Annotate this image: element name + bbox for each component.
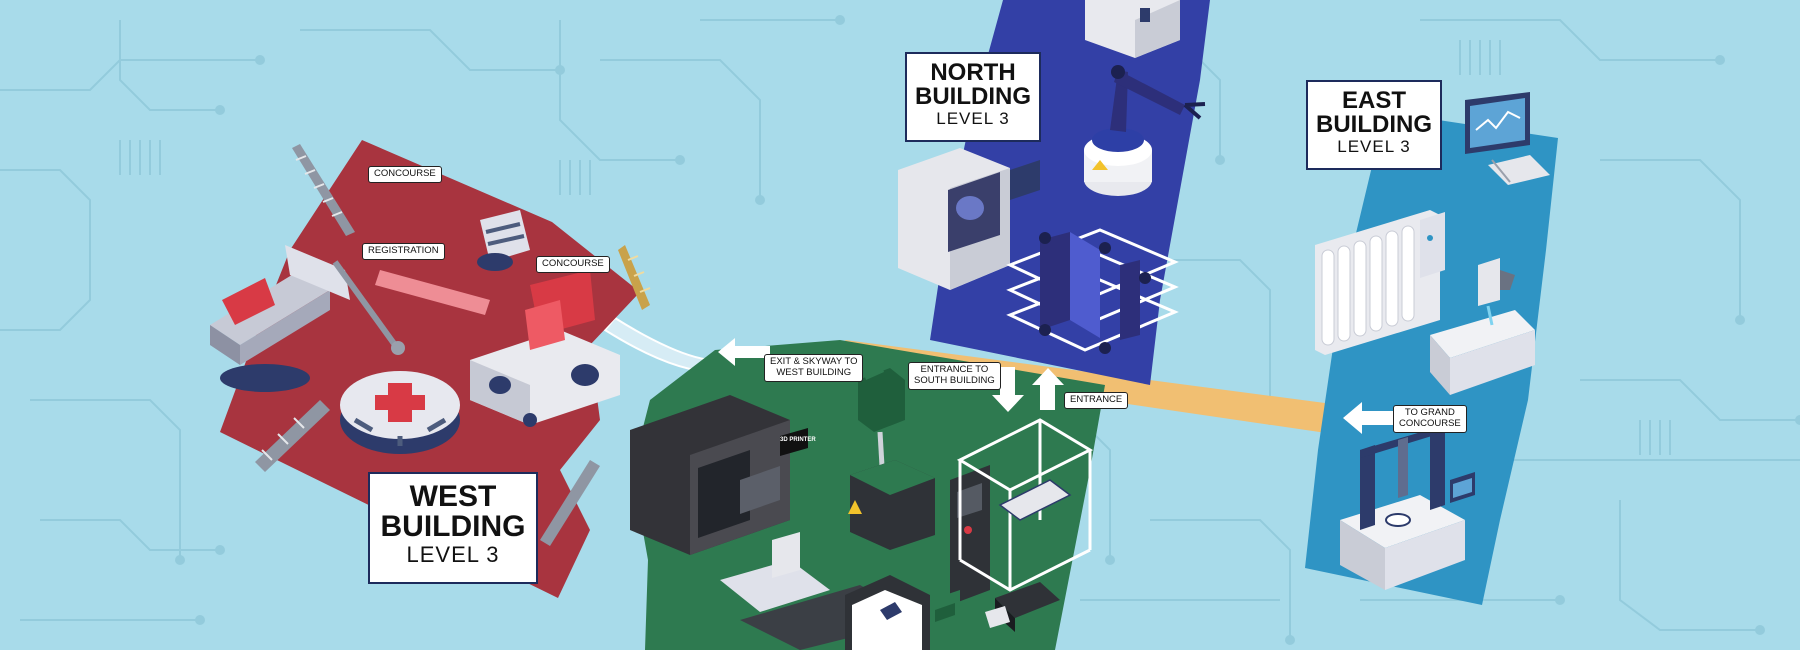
- cnc-enclosure-icon: [898, 148, 1040, 290]
- electrical-cabinet-icon-2: [848, 460, 935, 550]
- printer-sign-icon: [780, 428, 808, 456]
- 3d-printer-icon: [956, 418, 1094, 592]
- entrance-tag: ENTRANCE: [1064, 392, 1129, 409]
- grand-concourse-tag: TO GRAND CONCOURSE: [1393, 405, 1467, 433]
- end-mill-icon-2: [540, 460, 600, 546]
- east-building-name-line2: BUILDING: [1316, 111, 1432, 138]
- lathe-chuck-icon: [340, 371, 460, 454]
- exit-skyway-tag: EXIT & SKYWAY TO WEST BUILDING: [764, 354, 864, 382]
- registration-bar-icon: [375, 270, 490, 315]
- concourse-tag-2: CONCOURSE: [536, 256, 610, 273]
- east-building-level: LEVEL 3: [1337, 137, 1411, 156]
- 3d-printer-frame-icon: [845, 575, 930, 650]
- arrow-up-entrance-icon: [1032, 368, 1064, 410]
- concourse-tag-1: CONCOURSE: [368, 166, 442, 183]
- north-building-name-line2: BUILDING: [915, 83, 1031, 110]
- monitor-icon: [1465, 92, 1550, 185]
- end-mill-icon: [255, 400, 330, 472]
- north-building-label: NORTH BUILDING LEVEL 3: [905, 52, 1041, 142]
- cmm-machine-icon: [1340, 425, 1475, 590]
- electrical-cabinet-icon: [1085, 0, 1180, 58]
- north-building-level: LEVEL 3: [936, 109, 1010, 128]
- drill-bit-icon: [292, 144, 355, 236]
- control-panel-icon: [950, 465, 990, 605]
- arrow-left-grand-icon: [1343, 402, 1398, 434]
- chuck-icon: [477, 210, 530, 271]
- north-building-name-line1: NORTH: [930, 59, 1016, 86]
- printer-sign: 3D PRINTER: [780, 437, 816, 443]
- arrow-left-exit-icon: [718, 338, 770, 366]
- injection-molder-icon: [630, 395, 790, 555]
- west-building-level: LEVEL 3: [406, 542, 500, 567]
- water-filter-icon: [1315, 210, 1445, 355]
- circuit-pins: [175, 15, 1800, 645]
- east-building-label: EAST BUILDING LEVEL 3: [1306, 80, 1442, 170]
- entrance-south-tag: ENTRANCE TO SOUTH BUILDING: [908, 362, 1001, 390]
- milling-fixture-icon: [470, 270, 620, 427]
- laser-cutter-icon: [1430, 258, 1535, 395]
- server-box-icon: [930, 590, 960, 650]
- gold-drill-icon: [618, 245, 651, 310]
- west-building-name-line1: WEST: [409, 480, 497, 513]
- west-building-name-line2: BUILDING: [380, 510, 526, 543]
- vise-small-icon: [985, 582, 1060, 632]
- bench-vise-icon: [210, 245, 405, 392]
- registration-tag: REGISTRATION: [362, 243, 445, 260]
- west-building-label: WEST BUILDING LEVEL 3: [368, 472, 538, 584]
- rfid-tower-icon: [1039, 232, 1151, 354]
- east-building-name-line1: EAST: [1341, 87, 1406, 114]
- robot-arm-icon: [1084, 65, 1206, 196]
